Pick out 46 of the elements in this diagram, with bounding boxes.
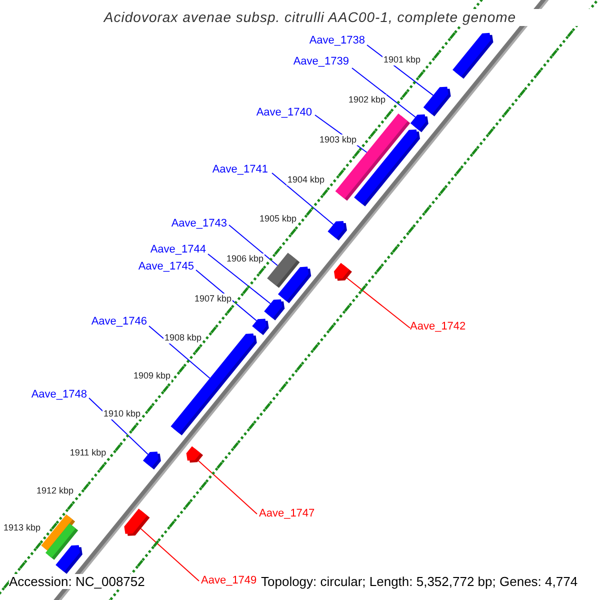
gene-feature (124, 508, 150, 536)
gene-feature (328, 220, 347, 240)
gene-feature (186, 446, 204, 463)
tick-label: 1902 kbp (347, 94, 387, 106)
gene-label: Aave_1741 (212, 164, 268, 176)
gene-feature (142, 452, 161, 470)
tick-label: 1906 kbp (225, 254, 265, 264)
tick-label: 1913 kbp (2, 522, 42, 534)
gene-feature (452, 32, 494, 79)
gene-label: Aave_1739 (293, 56, 349, 68)
leader-line (196, 270, 258, 322)
leader-line (208, 254, 271, 304)
gene-feature (278, 266, 312, 304)
tick-label: 1909 kbp (132, 370, 172, 382)
tick-label: 1901 kbp (382, 54, 422, 66)
gene-label: Aave_1738 (309, 34, 365, 48)
tick-label: 1904 kbp (286, 174, 326, 186)
leader-line (352, 68, 416, 118)
tick-label: 1903 kbp (318, 134, 358, 146)
tick-label: 1912 kbp (35, 486, 75, 496)
info-text: Accession: NC_008752 (9, 574, 145, 589)
tick-label: 1907 kbp (193, 294, 233, 304)
leader-line (272, 172, 334, 225)
gene-feature (334, 262, 352, 281)
gene-label: Aave_1743 (171, 218, 227, 230)
gene-feature (410, 114, 428, 132)
gene-label: Aave_1747 (259, 508, 315, 520)
gene-feature (252, 318, 269, 336)
gene-feature (264, 299, 285, 320)
tick-label: 1905 kbp (258, 214, 298, 224)
gene-label: Aave_1742 (410, 320, 466, 334)
gene-label: Aave_1740 (256, 106, 312, 120)
tick-label: 1910 kbp (102, 408, 142, 420)
tick-label: 1911 kbp (68, 448, 108, 458)
gene-feature (56, 545, 82, 574)
leader-line (228, 224, 278, 266)
leader-line (148, 326, 210, 379)
gene-label: Aave_1745 (138, 260, 194, 274)
info-text: Topology: circular; Length: 5,352,772 bp; Genes: 4,774 (261, 574, 578, 589)
gene-label: Aave_1744 (150, 244, 206, 256)
gene-label: Aave_1746 (91, 316, 147, 328)
gene-feature (423, 86, 451, 116)
tick-label: 1908 kbp (163, 332, 203, 344)
gene-label: Aave_1748 (31, 388, 87, 402)
gene-label: Aave_1749 (201, 574, 257, 588)
leader-line (196, 458, 258, 514)
